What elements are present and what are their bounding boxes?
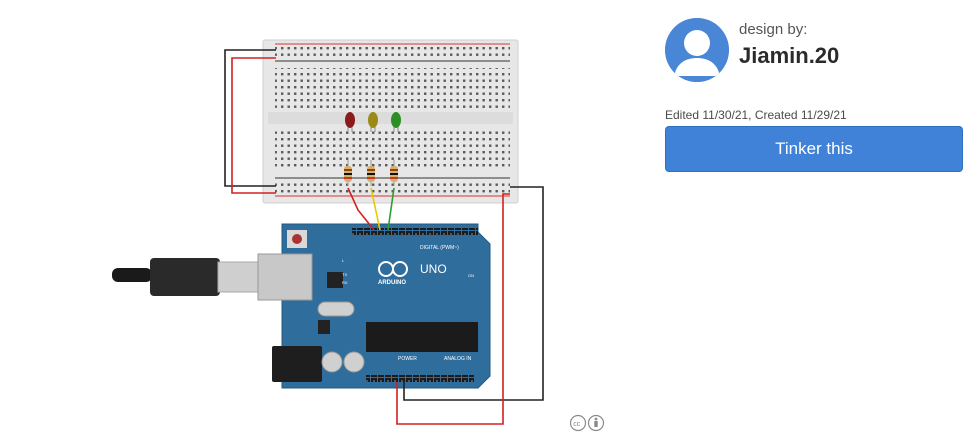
tx-label: TX <box>342 272 347 277</box>
designer-panel: design by: Jiamin.20 Edited 11/30/21, Cr… <box>665 18 965 178</box>
model-label: UNO <box>420 262 447 276</box>
led-green[interactable] <box>391 112 401 132</box>
circuit-canvas[interactable]: DIGITAL (PWM~) POWER ANALOG IN ON L TX R… <box>0 0 640 446</box>
tinker-this-button[interactable]: Tinker this <box>665 126 963 172</box>
arduino-logo-icon <box>378 261 408 277</box>
wires[interactable] <box>224 49 544 425</box>
user-avatar-icon[interactable] <box>665 18 729 82</box>
attribution-icon <box>587 414 605 432</box>
led-yellow[interactable] <box>368 112 378 132</box>
analog-label: ANALOG IN <box>444 356 472 362</box>
resistor-2[interactable] <box>367 160 375 186</box>
resistor-3[interactable] <box>390 160 398 186</box>
svg-text:cc: cc <box>573 421 581 428</box>
power-label: POWER <box>398 356 417 362</box>
creative-commons-icon: cc <box>570 414 587 432</box>
arduino-logo-text: ARDUINO <box>378 280 406 286</box>
digital-label: DIGITAL (PWM~) <box>420 245 459 251</box>
l-label: L <box>342 258 345 263</box>
resistor-1[interactable] <box>344 160 352 186</box>
designer-name[interactable]: Jiamin.20 <box>739 43 840 68</box>
on-label: ON <box>468 273 474 278</box>
design-by-label: design by: <box>739 21 808 38</box>
rx-label: RX <box>342 280 348 285</box>
breadboard[interactable] <box>262 39 519 204</box>
arduino-uno-board[interactable]: DIGITAL (PWM~) POWER ANALOG IN ON L TX R… <box>257 223 491 389</box>
project-dates: Edited 11/30/21, Created 11/29/21 <box>665 108 847 122</box>
license-badge: cc <box>570 414 606 432</box>
usb-cable[interactable] <box>112 258 263 296</box>
led-red[interactable] <box>345 112 355 132</box>
